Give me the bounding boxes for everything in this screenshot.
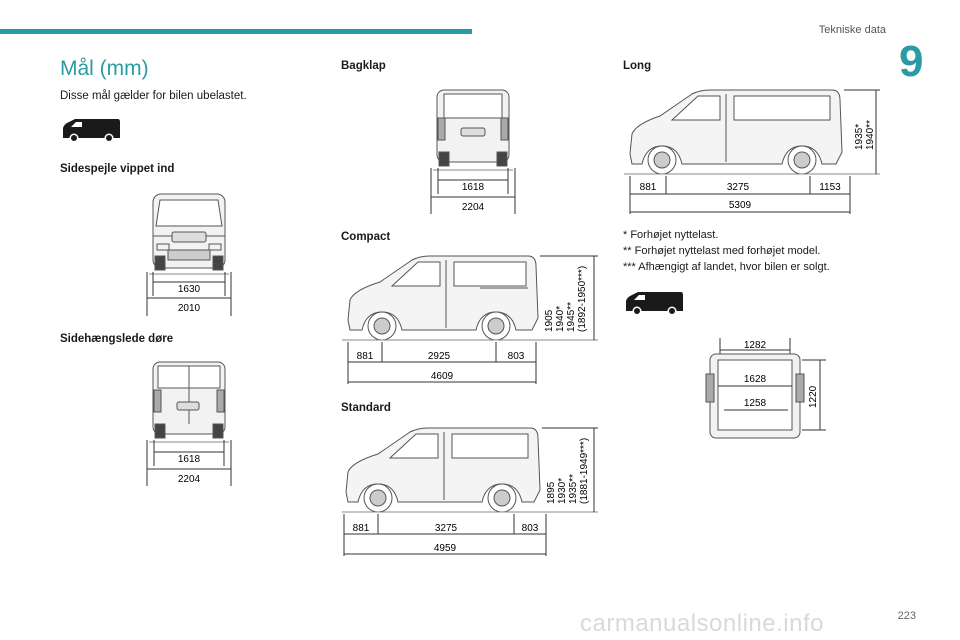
standard-heading: Standard [341,402,391,414]
compact-heading: Compact [341,231,391,243]
side-door-width-outer: 2204 [178,474,201,485]
standard-height-3: 1935** [568,474,579,504]
mirror-heading: Sidespejle vippet ind [60,163,175,175]
page-title: Mål (mm) [60,57,149,80]
long-rear-overhang: 1153 [819,182,841,193]
watermark: carmanualsonline.info [580,610,824,637]
standard-side-view-diagram: 881 3275 803 4959 1895 1930* 1935** (188… [342,427,598,556]
page-number: 223 [897,610,916,622]
header-accent-bar [0,29,472,34]
long-total-length: 5309 [729,200,752,211]
standard-height-4: (1881-1949***) [579,438,590,504]
van-silhouette-icon [626,292,683,316]
mirror-width-inner: 1630 [178,284,201,295]
compact-total-length: 4609 [431,371,454,382]
van-silhouette-icon [63,119,120,143]
cargo-height: 1220 [808,385,819,408]
side-door-heading: Sidehængslede døre [60,333,174,345]
standard-rear-overhang: 803 [522,523,539,534]
compact-rear-overhang: 803 [508,351,525,362]
compact-front-overhang: 881 [357,351,374,362]
cargo-width-top: 1282 [744,340,767,351]
long-side-view-diagram: 881 3275 1153 5309 1935* 1940** [624,89,880,214]
compact-height-2: 1940* [555,306,566,332]
standard-height-1: 1895 [546,481,557,504]
compact-wheelbase: 2925 [428,351,451,362]
compact-height-3: 1945** [566,302,577,332]
long-front-overhang: 881 [640,182,657,193]
cargo-width-middle: 1628 [744,374,767,385]
standard-height-2: 1930* [557,478,568,504]
long-heading: Long [623,60,652,72]
chapter-number: 9 [899,37,924,86]
compact-side-view-diagram: 881 2925 803 4609 1905 1940* 1945** (189… [342,255,598,384]
standard-wheelbase: 3275 [435,523,458,534]
tailgate-heading: Bagklap [341,60,386,72]
cargo-width-bottom: 1258 [744,398,767,409]
front-view-diagram: 1630 2010 [146,193,232,316]
rear-view-tailgate-diagram: 1618 2204 [430,89,516,214]
compact-height-4: (1892-1950***) [577,266,588,332]
long-wheelbase: 3275 [727,182,750,193]
standard-total-length: 4959 [434,543,457,554]
mirror-width-outer: 2010 [178,303,201,314]
compact-height-1: 1905 [544,309,555,332]
intro-text: Disse mål gælder for bilen ubelastet. [60,90,247,102]
long-height-2: 1940** [865,120,876,150]
tailgate-width-outer: 2204 [462,202,485,213]
footnote-3: *** Afhængigt af landet, hvor bilen er s… [623,261,830,273]
side-door-width-inner: 1618 [178,454,201,465]
cargo-area-diagram: 1282 1628 1258 1220 [705,338,826,439]
footnote-2: ** Forhøjet nyttelast med forhøjet model… [623,245,821,257]
standard-front-overhang: 881 [353,523,370,534]
rear-view-side-doors-diagram: 1618 2204 [146,361,232,486]
footnote-1: * Forhøjet nyttelast. [623,229,719,241]
long-height-1: 1935* [854,124,865,150]
tailgate-width-inner: 1618 [462,182,485,193]
section-title: Tekniske data [818,24,886,36]
footnotes: * Forhøjet nyttelast. ** Forhøjet nyttel… [623,227,830,275]
